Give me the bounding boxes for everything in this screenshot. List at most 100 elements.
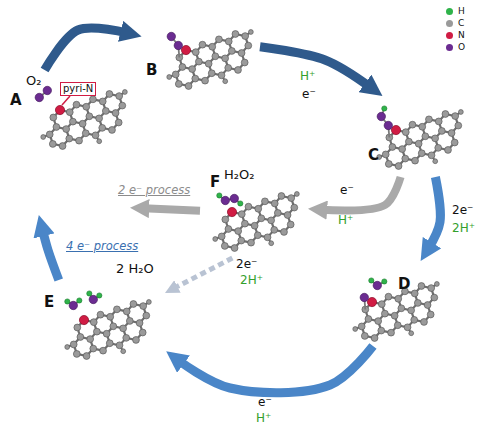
carbon-atom [100, 347, 107, 354]
carbon-atom [438, 128, 445, 135]
carbon-atom [212, 53, 219, 60]
oxygen-atom [230, 194, 238, 202]
graphene-flake [35, 86, 127, 149]
carbon-atom [73, 351, 80, 358]
carbon-atom [199, 41, 206, 48]
intermediate-structure: E [40, 280, 165, 366]
hydrogen-atom [217, 193, 222, 198]
carbon-atom [73, 101, 80, 108]
carbon-atom [361, 333, 368, 340]
carbon-atom [123, 308, 130, 315]
carbon-atom [235, 228, 242, 235]
oxygen-atom [174, 41, 182, 49]
graphene-flake [377, 106, 463, 170]
carbon-atom [448, 130, 455, 137]
carbon-atom [255, 205, 262, 212]
carbon-atom [133, 337, 140, 344]
step-letter: B [146, 62, 157, 79]
legend-entry: O [446, 42, 465, 53]
legend-entry: N [446, 30, 465, 41]
carbon-atom [167, 75, 172, 80]
carbon-atom [398, 305, 405, 312]
carbon-atom [241, 59, 248, 66]
graphene-flake [167, 30, 253, 90]
carbon-atom [119, 102, 126, 109]
reaction-arrow [143, 208, 200, 210]
carbon-atom [287, 221, 294, 228]
carbon-atom [242, 33, 249, 40]
carbon-atom [46, 131, 53, 138]
carbon-atom [411, 290, 418, 297]
carbon-atom [225, 38, 232, 45]
molecule-label: 2 H₂O [116, 262, 154, 277]
legend-text: C [458, 18, 464, 29]
carbon-atom [294, 192, 299, 197]
carbon-atom [126, 318, 133, 325]
carbon-atom [402, 129, 409, 136]
carbon-atom [389, 144, 396, 151]
carbon-atom [232, 31, 239, 38]
legend-swatch [446, 44, 453, 51]
carbon-atom [116, 93, 123, 100]
carbon-atom [388, 329, 395, 336]
legend-swatch [446, 8, 453, 15]
carbon-atom [281, 229, 288, 236]
carbon-atom [209, 43, 216, 50]
carbon-atom [235, 67, 242, 74]
nitrogen-atom [391, 125, 400, 134]
carbon-atom [93, 328, 100, 335]
carbon-atom [271, 226, 278, 233]
molecule-illustration [360, 95, 476, 177]
carbon-atom [123, 334, 130, 341]
hydrogen-atom [77, 298, 82, 303]
step-letter: E [44, 294, 54, 311]
nitrogen-atom [55, 105, 64, 114]
carbon-atom [426, 116, 433, 123]
carbon-atom [122, 90, 127, 95]
carbon-atom [395, 163, 402, 170]
oxygen-atom [373, 281, 381, 289]
carbon-atom [433, 159, 438, 164]
step-letter: C [368, 147, 379, 164]
carbon-atom [353, 327, 358, 332]
carbon-atom [110, 323, 117, 330]
carbon-atom [143, 312, 150, 319]
carbon-atom [90, 96, 97, 103]
carbon-atom [419, 123, 426, 130]
carbon-atom [258, 215, 265, 222]
carbon-atom [106, 91, 113, 98]
carbon-atom [225, 64, 232, 71]
carbon-atom [228, 48, 235, 55]
carbon-atom [268, 217, 275, 224]
carbon-atom [248, 30, 253, 35]
carbon-atom [238, 211, 245, 218]
carbon-atom [222, 216, 229, 223]
hydrogen-atom [382, 279, 387, 284]
hydrogen-atom [97, 293, 102, 298]
carbon-atom [288, 195, 295, 202]
carbon-atom [59, 143, 66, 150]
carbon-atom [97, 311, 104, 318]
proton-label: 2H⁺ [452, 222, 475, 236]
carbon-atom [41, 135, 46, 140]
molecule-label: O₂ [26, 74, 41, 89]
carbon-atom [216, 36, 223, 43]
legend-entry: H [446, 6, 465, 17]
oxygen-atom [43, 86, 51, 94]
carbon-atom [428, 285, 435, 292]
carbon-atom [375, 318, 382, 325]
legend-entry: C [446, 18, 464, 29]
carbon-atom [248, 239, 255, 246]
reaction-arrow [260, 47, 370, 88]
intermediate-structure: F [200, 172, 308, 258]
carbon-atom [418, 283, 425, 290]
carbon-atom [378, 327, 385, 334]
reaction-arrow [429, 177, 441, 248]
carbon-atom [269, 241, 274, 246]
step-letter: F [210, 174, 220, 191]
carbon-atom [455, 122, 462, 129]
carbon-atom [223, 79, 228, 84]
carbon-atom [418, 150, 425, 157]
carbon-atom [66, 135, 73, 142]
carbon-atom [251, 222, 258, 229]
